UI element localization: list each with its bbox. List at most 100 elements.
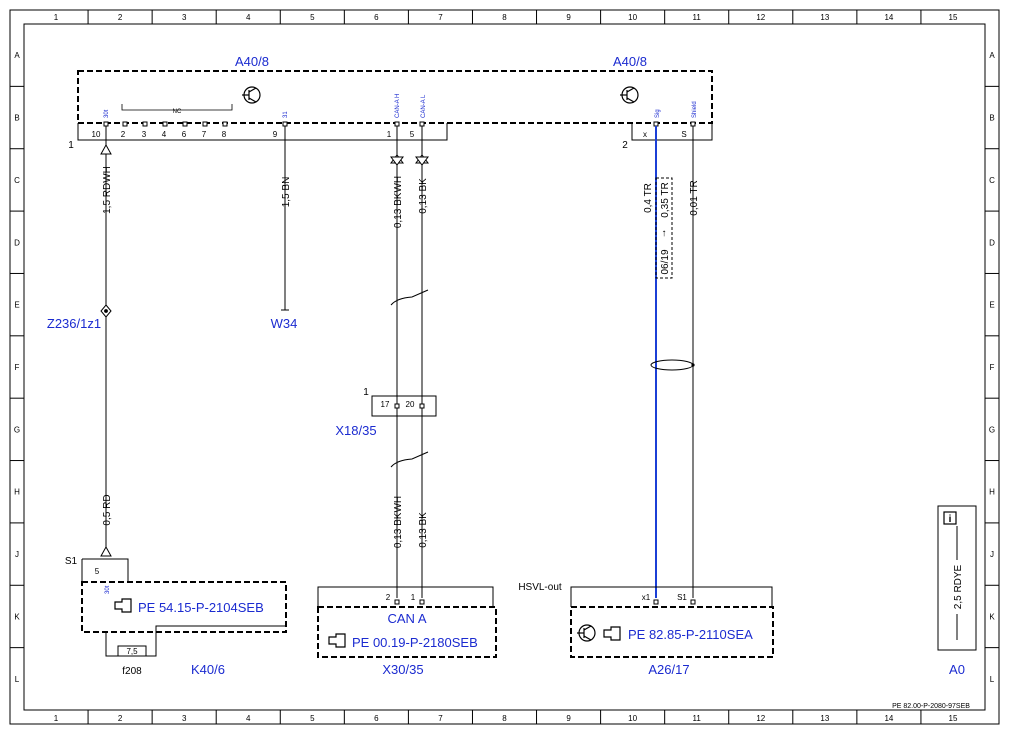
k40-pin-5: 5 <box>95 567 100 576</box>
grid-column-label: 10 <box>628 13 637 22</box>
pin-label: 10 <box>92 130 101 139</box>
x30-pin-2: 2 <box>386 593 391 602</box>
grid-column-label: 1 <box>54 714 59 723</box>
x18-pin-20: 20 <box>406 400 415 409</box>
pin-stub <box>653 599 659 605</box>
grid-row-label: H <box>989 488 995 497</box>
pin-label: 7 <box>202 130 207 139</box>
info-icon[interactable]: i <box>943 511 957 525</box>
a40-right-label: A40/8 <box>613 54 647 69</box>
change-date-label: 06/19 <box>660 249 671 274</box>
a40-connector-1-label: 1 <box>68 140 74 151</box>
change-tag-box <box>655 177 673 279</box>
grid-row-label: C <box>14 176 20 185</box>
x30-pin-1: 1 <box>411 593 416 602</box>
pin-label: 3 <box>142 130 147 139</box>
wire-label: 0,13 BK <box>418 178 429 214</box>
grid-column-label: 6 <box>374 13 379 22</box>
w34-label: W34 <box>271 316 298 331</box>
grid-row-label: J <box>15 550 19 559</box>
grid-row-label: A <box>989 51 995 60</box>
sig-31: 31 <box>283 111 289 118</box>
grid-column-label: 13 <box>820 714 829 723</box>
k40-sig-30t: 30t <box>105 585 111 594</box>
pin-label: 5 <box>410 130 415 139</box>
pin-stubs <box>103 121 696 127</box>
nc-bracket <box>121 104 233 111</box>
wire-label: 0,13 BKWH <box>393 176 404 228</box>
grid-row-label: F <box>15 363 20 372</box>
pin-stub <box>394 599 400 605</box>
k40-label: K40/6 <box>191 662 225 677</box>
s1-left-label: S1 <box>65 556 78 567</box>
f208-label: f208 <box>122 666 142 677</box>
grid-column-label: 8 <box>502 13 507 22</box>
wire-label: 1,5 BN <box>281 177 292 208</box>
grid-row-label: J <box>990 550 994 559</box>
grid-ticks <box>10 10 999 724</box>
a40-pin-row: 10 2 3 4 6 7 8 9 1 5 x S <box>92 130 687 139</box>
grid-column-label: 5 <box>310 714 315 723</box>
grid-column-label: 14 <box>884 714 893 723</box>
x30-reference[interactable]: PE 00.19-P-2180SEB <box>352 635 478 650</box>
grid-column-label: 4 <box>246 714 251 723</box>
grid-labels: 1122334455667788991010111112121313141415… <box>14 13 995 723</box>
grid-column-label: 2 <box>118 13 123 22</box>
grid-row-label: L <box>15 675 20 684</box>
grid-column-label: 9 <box>566 13 571 22</box>
x30-module <box>317 586 497 658</box>
transistor-icon <box>620 86 639 104</box>
a26-reference[interactable]: PE 82.85-P-2110SEA <box>628 627 753 642</box>
fuse-rating: 7,5 <box>126 647 138 656</box>
grid-row-label: E <box>989 301 994 310</box>
grid-row-label: G <box>989 425 995 434</box>
x30-label: X30/35 <box>382 662 423 677</box>
a26-pin-s1: S1 <box>677 593 687 602</box>
x18-label: X18/35 <box>335 423 376 438</box>
can-a-label: CAN A <box>387 611 426 626</box>
wire-label: 0,35 TR <box>660 182 671 217</box>
a0-label: A0 <box>949 662 965 677</box>
wire-label: 1,5 RDWH <box>102 166 113 214</box>
x18-connector <box>371 395 437 417</box>
grid-column-label: 15 <box>949 13 958 22</box>
transistor-icon <box>242 86 261 104</box>
a26-module <box>570 586 774 658</box>
grid-column-label: 7 <box>438 13 443 22</box>
wire-label: 0,4 TR <box>643 183 654 213</box>
grid-row-label: A <box>14 51 20 60</box>
splice-icon <box>100 304 112 318</box>
sig-shield: Shield <box>692 101 698 118</box>
hsvl-out-label: HSVL-out <box>518 582 562 593</box>
twist-marks <box>390 289 429 468</box>
grid-row-label: F <box>990 363 995 372</box>
grid-row-label: K <box>14 612 20 621</box>
pin-label: 9 <box>273 130 278 139</box>
x18-pin-17: 17 <box>381 400 390 409</box>
shield-sleeve <box>650 359 694 371</box>
hand-pointer-icon <box>603 626 621 641</box>
wire-label: 0,13 BK <box>418 512 429 548</box>
grid-row-label: D <box>14 238 20 247</box>
wire-label: 0,5 RD <box>102 494 113 525</box>
k40-reference[interactable]: PE 54.15-P-2104SEB <box>138 600 264 615</box>
grid-row-label: H <box>14 488 20 497</box>
grid-column-label: 5 <box>310 13 315 22</box>
a26-label: A26/17 <box>648 662 689 677</box>
svg-text:i: i <box>949 514 952 525</box>
pin-x: x <box>643 130 647 139</box>
grid-column-label: 2 <box>118 714 123 723</box>
wire-label: 2,5 RDYE <box>953 564 964 609</box>
grid-column-label: 12 <box>756 714 765 723</box>
pin-label: 6 <box>182 130 187 139</box>
grid-column-label: 4 <box>246 13 251 22</box>
sig-30t: 30t <box>104 109 110 118</box>
hand-pointer-icon <box>328 633 346 648</box>
grid-row-label: D <box>989 238 995 247</box>
grid-column-label: 7 <box>438 714 443 723</box>
grid-row-label: K <box>989 612 995 621</box>
pin-label: 8 <box>222 130 227 139</box>
pin-s: S <box>681 130 686 139</box>
grid-column-label: 3 <box>182 714 187 723</box>
